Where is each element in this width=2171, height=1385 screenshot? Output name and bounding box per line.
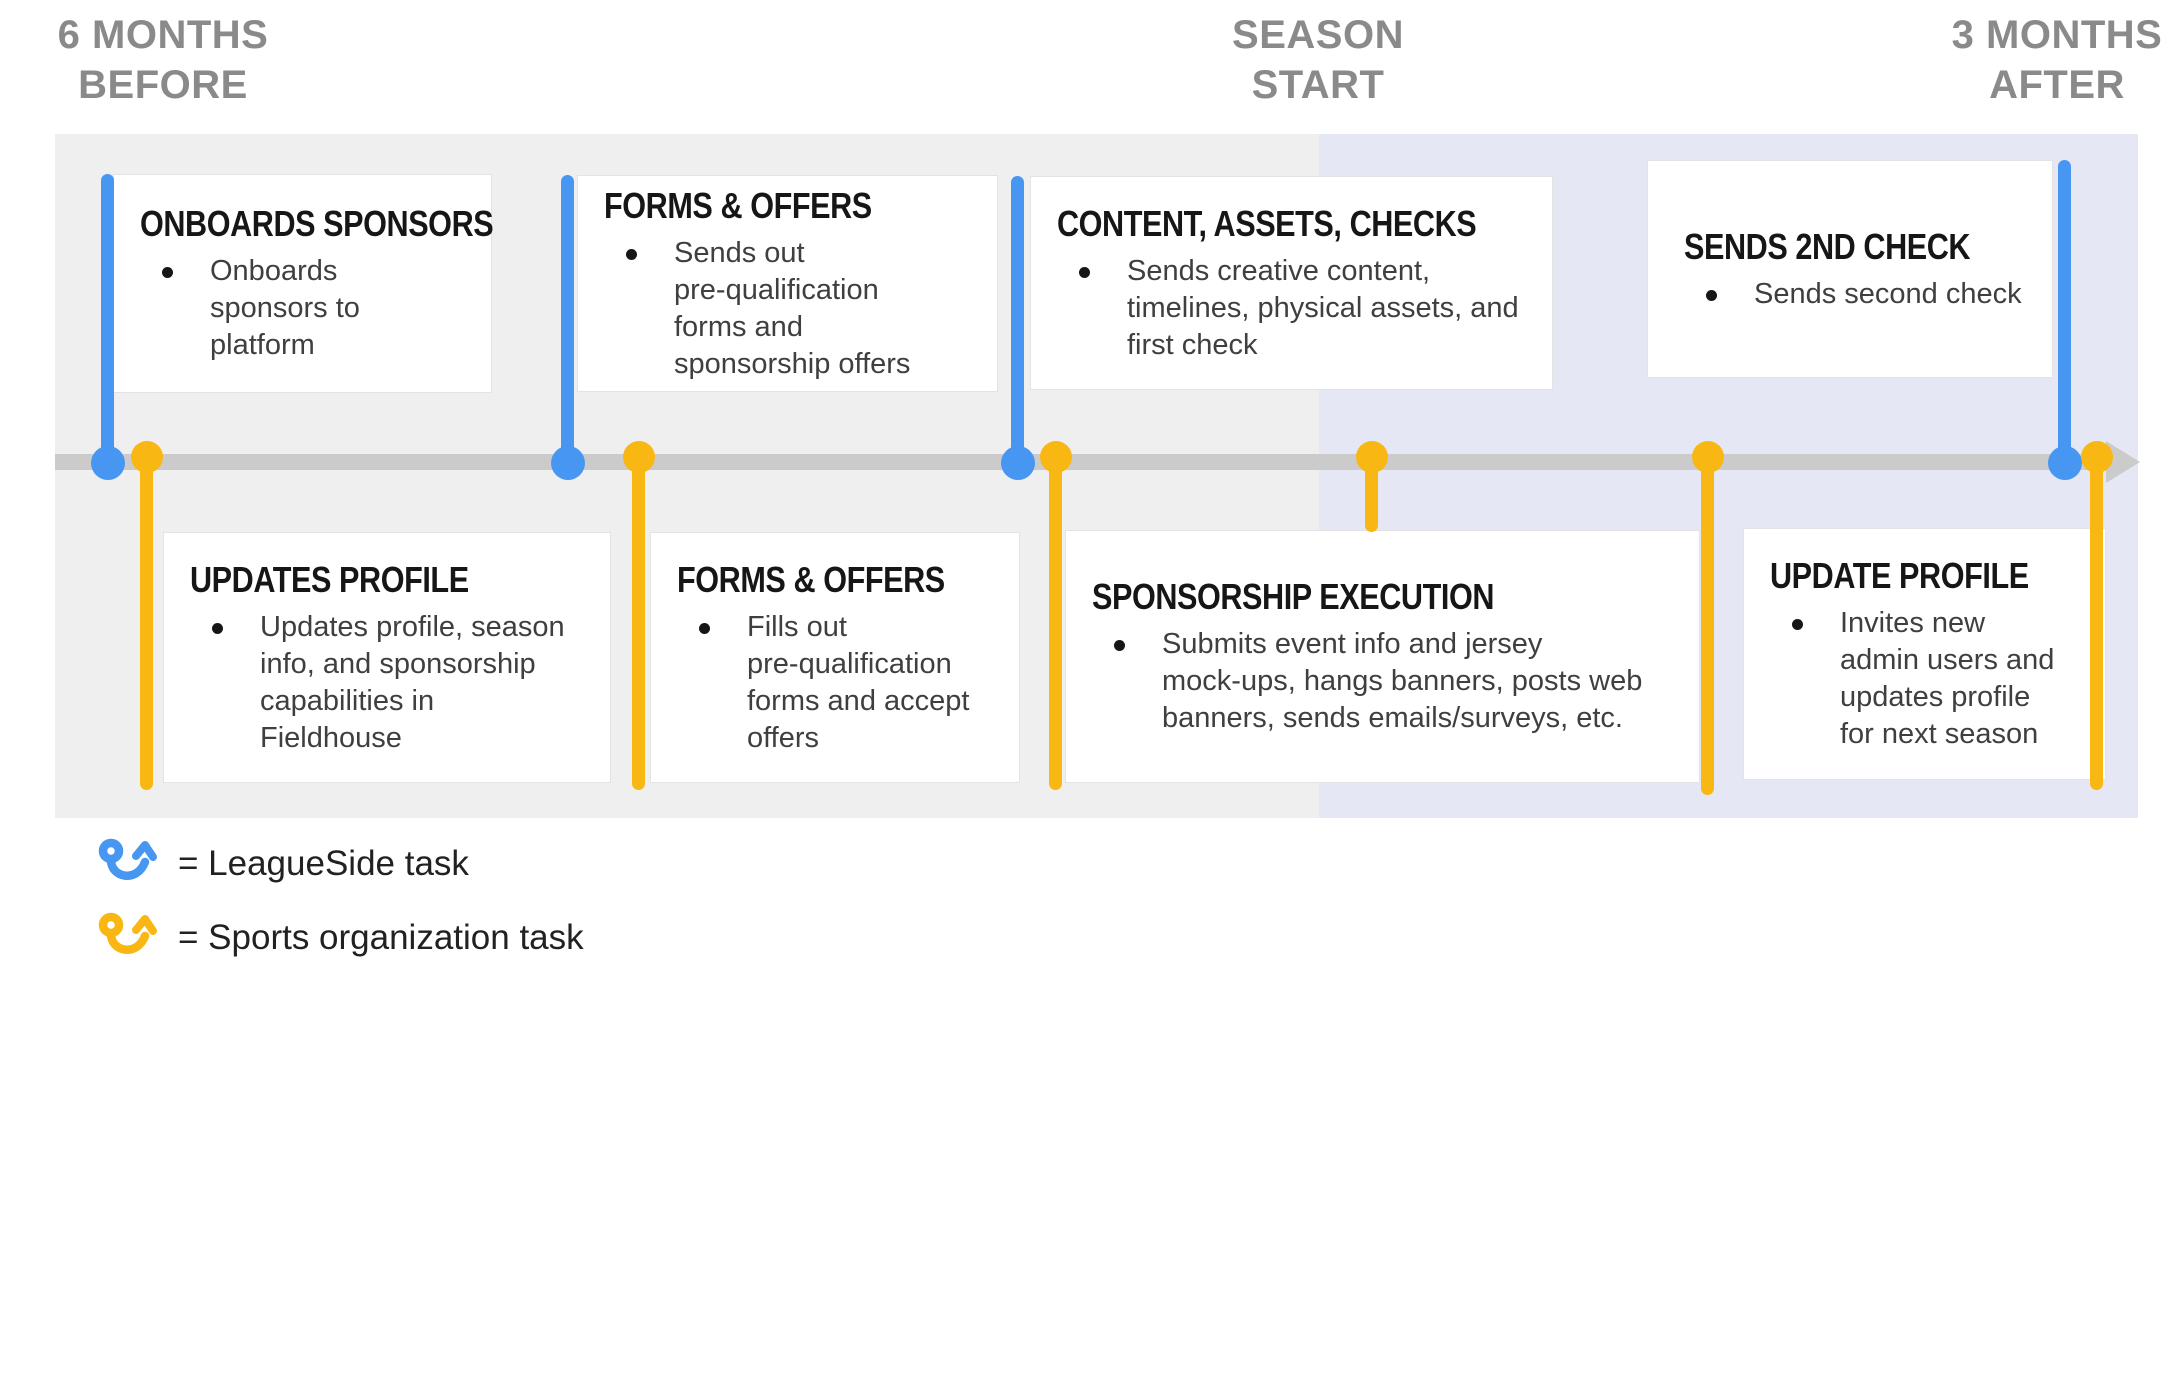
card-bullet: Sends second check	[1684, 276, 2032, 313]
card-update-profile-next-season: UPDATE PROFILE Invites new admin users a…	[1743, 528, 2106, 780]
card-sends-2nd-check: SENDS 2ND CHECK Sends second check	[1647, 160, 2053, 378]
card-bullet-text: Sends second check	[1754, 277, 2022, 310]
card-bullet: Updates profile, season info, and sponso…	[190, 609, 590, 757]
card-title: FORMS & OFFERS	[604, 184, 872, 226]
legend-label-sports-org: = Sports organization task	[178, 918, 584, 957]
card-title: SPONSORSHIP EXECUTION	[1092, 576, 1494, 617]
bullet-dot-icon	[1079, 266, 1090, 278]
bullet-dot-icon	[699, 622, 710, 634]
card-title: SENDS 2ND CHECK	[1684, 225, 1971, 267]
card-bullet-text: Submits event info and jersey mock-ups, …	[1162, 628, 1643, 734]
bullet-dot-icon	[212, 622, 223, 634]
legend-sports-org: = Sports organization task	[98, 910, 584, 966]
card-bullet: Sends out pre-qualification forms and sp…	[604, 235, 977, 383]
card-title: UPDATES PROFILE	[190, 558, 469, 600]
card-forms-offers-leagueside: FORMS & OFFERS Sends out pre-qualificati…	[577, 175, 998, 392]
card-bullet-text: Invites new admin users and updates prof…	[1840, 607, 2055, 750]
bullet-dot-icon	[626, 248, 637, 260]
bullet-dot-icon	[162, 267, 173, 278]
card-sponsorship-execution: SPONSORSHIP EXECUTION Submits event info…	[1065, 530, 1700, 783]
bullet-dot-icon	[1114, 640, 1125, 651]
card-bullet: Submits event info and jersey mock-ups, …	[1092, 626, 1679, 737]
card-title: CONTENT, ASSETS, CHECKS	[1057, 202, 1477, 244]
card-bullet: Invites new admin users and updates prof…	[1770, 605, 2085, 753]
legend-label-leagueside: = LeagueSide task	[178, 844, 469, 883]
card-title: UPDATE PROFILE	[1770, 555, 2029, 596]
card-bullet-text: Updates profile, season info, and sponso…	[260, 610, 565, 754]
card-title: FORMS & OFFERS	[677, 558, 945, 600]
bullet-dot-icon	[1706, 289, 1717, 301]
timeline-axis	[55, 454, 2112, 470]
bullet-dot-icon	[1792, 619, 1803, 630]
card-forms-offers-org: FORMS & OFFERS Fills out pre-qualificati…	[650, 532, 1020, 783]
sports-org-marker-icon	[98, 912, 157, 954]
leagueside-marker-icon	[98, 838, 157, 880]
card-bullet-text: Onboards sponsors to platform	[210, 255, 360, 361]
card-bullet: Sends creative content, timelines, physi…	[1057, 253, 1532, 364]
timeline-label-6-months-before: 6 MONTHS BEFORE	[57, 13, 269, 107]
card-content-assets-checks: CONTENT, ASSETS, CHECKS Sends creative c…	[1030, 176, 1553, 390]
card-bullet: Onboards sponsors to platform	[140, 253, 471, 364]
card-bullet: Fills out pre-qualification forms and ac…	[677, 609, 999, 757]
timeline-label-3-months-after: 3 MONTHS AFTER	[1951, 13, 2163, 107]
card-updates-profile: UPDATES PROFILE Updates profile, season …	[163, 532, 611, 783]
card-onboards-sponsors: ONBOARDS SPONSORS Onboards sponsors to p…	[113, 174, 494, 393]
card-title: ONBOARDS SPONSORS	[140, 203, 494, 244]
card-bullet-text: Sends creative content, timelines, physi…	[1127, 254, 1519, 361]
legend-leagueside: = LeagueSide task	[98, 836, 469, 892]
timeline-label-season-start: SEASON START	[1232, 13, 1404, 107]
card-bullet-text: Sends out pre-qualification forms and sp…	[674, 236, 911, 380]
card-bullet-text: Fills out pre-qualification forms and ac…	[747, 610, 970, 754]
